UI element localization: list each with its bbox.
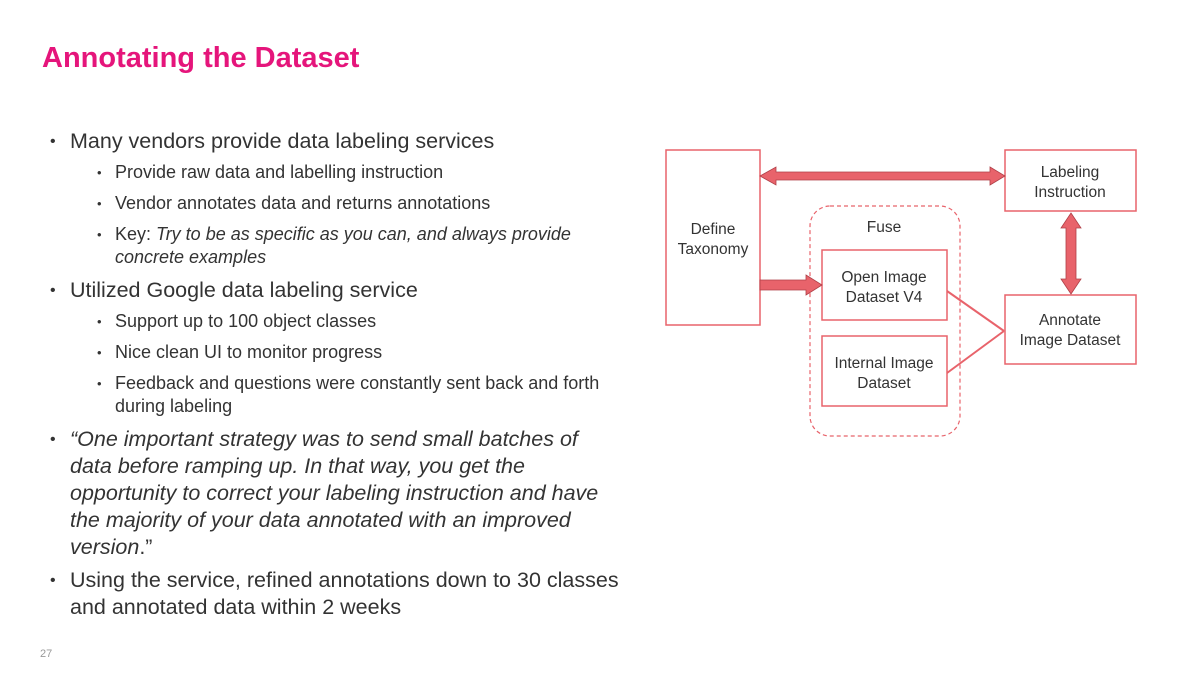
bullet-vendors: Many vendors provide data labeling servi… xyxy=(50,128,620,155)
fuse-group: Fuse xyxy=(809,205,961,437)
merge-line-top xyxy=(946,290,1005,332)
bullet-list: Many vendors provide data labeling servi… xyxy=(50,128,620,627)
sub-bullet-vendor-annotates: Vendor annotates data and returns annota… xyxy=(50,192,620,215)
fuse-label: Fuse xyxy=(867,219,901,236)
open-image-line1: Open Image xyxy=(841,269,926,286)
quote-text: “One important strategy was to send smal… xyxy=(70,427,599,559)
labeling-instruction-line1: Labeling xyxy=(1041,164,1100,181)
bullet-quote: “One important strategy was to send smal… xyxy=(50,426,620,561)
open-image-line2: Dataset V4 xyxy=(846,289,923,306)
slide-title: Annotating the Dataset xyxy=(42,42,360,74)
page-number: 27 xyxy=(40,648,53,660)
annotate-dataset-line1: Annotate xyxy=(1039,312,1101,329)
open-image-box xyxy=(821,249,948,321)
key-prefix: Key: xyxy=(115,224,157,244)
define-taxonomy-line1: Define xyxy=(691,221,736,238)
sub-bullet-key: Key: Try to be as specific as you can, a… xyxy=(50,223,620,269)
bullet-refined: Using the service, refined annotations d… xyxy=(50,567,620,621)
key-italic-text: Try to be as specific as you can, and al… xyxy=(115,224,571,267)
sub-bullet-ui: Nice clean UI to monitor progress xyxy=(50,341,620,364)
annotate-dataset-box xyxy=(1004,294,1137,365)
internal-image-line2: Dataset xyxy=(857,375,911,392)
define-taxonomy-line2: Taxonomy xyxy=(678,241,749,258)
define-taxonomy-box xyxy=(665,149,761,326)
fuse-dashed-border xyxy=(809,205,961,437)
double-arrow-vertical xyxy=(1060,212,1082,295)
double-arrow-horizontal xyxy=(759,166,1006,186)
labeling-instruction-box xyxy=(1004,149,1137,212)
internal-image-box xyxy=(821,335,948,407)
merge-line-bottom xyxy=(946,330,1005,374)
arrow-to-open-image xyxy=(759,274,823,296)
internal-image-line1: Internal Image xyxy=(834,355,933,372)
annotate-dataset-line2: Image Dataset xyxy=(1020,332,1121,349)
quote-end: .” xyxy=(139,535,153,559)
sub-bullet-feedback: Feedback and questions were constantly s… xyxy=(50,372,620,418)
sub-bullet-classes: Support up to 100 object classes xyxy=(50,310,620,333)
sub-bullet-raw-data: Provide raw data and labelling instructi… xyxy=(50,161,620,184)
bullet-google-service: Utilized Google data labeling service xyxy=(50,277,620,304)
labeling-instruction-line2: Instruction xyxy=(1034,184,1106,201)
